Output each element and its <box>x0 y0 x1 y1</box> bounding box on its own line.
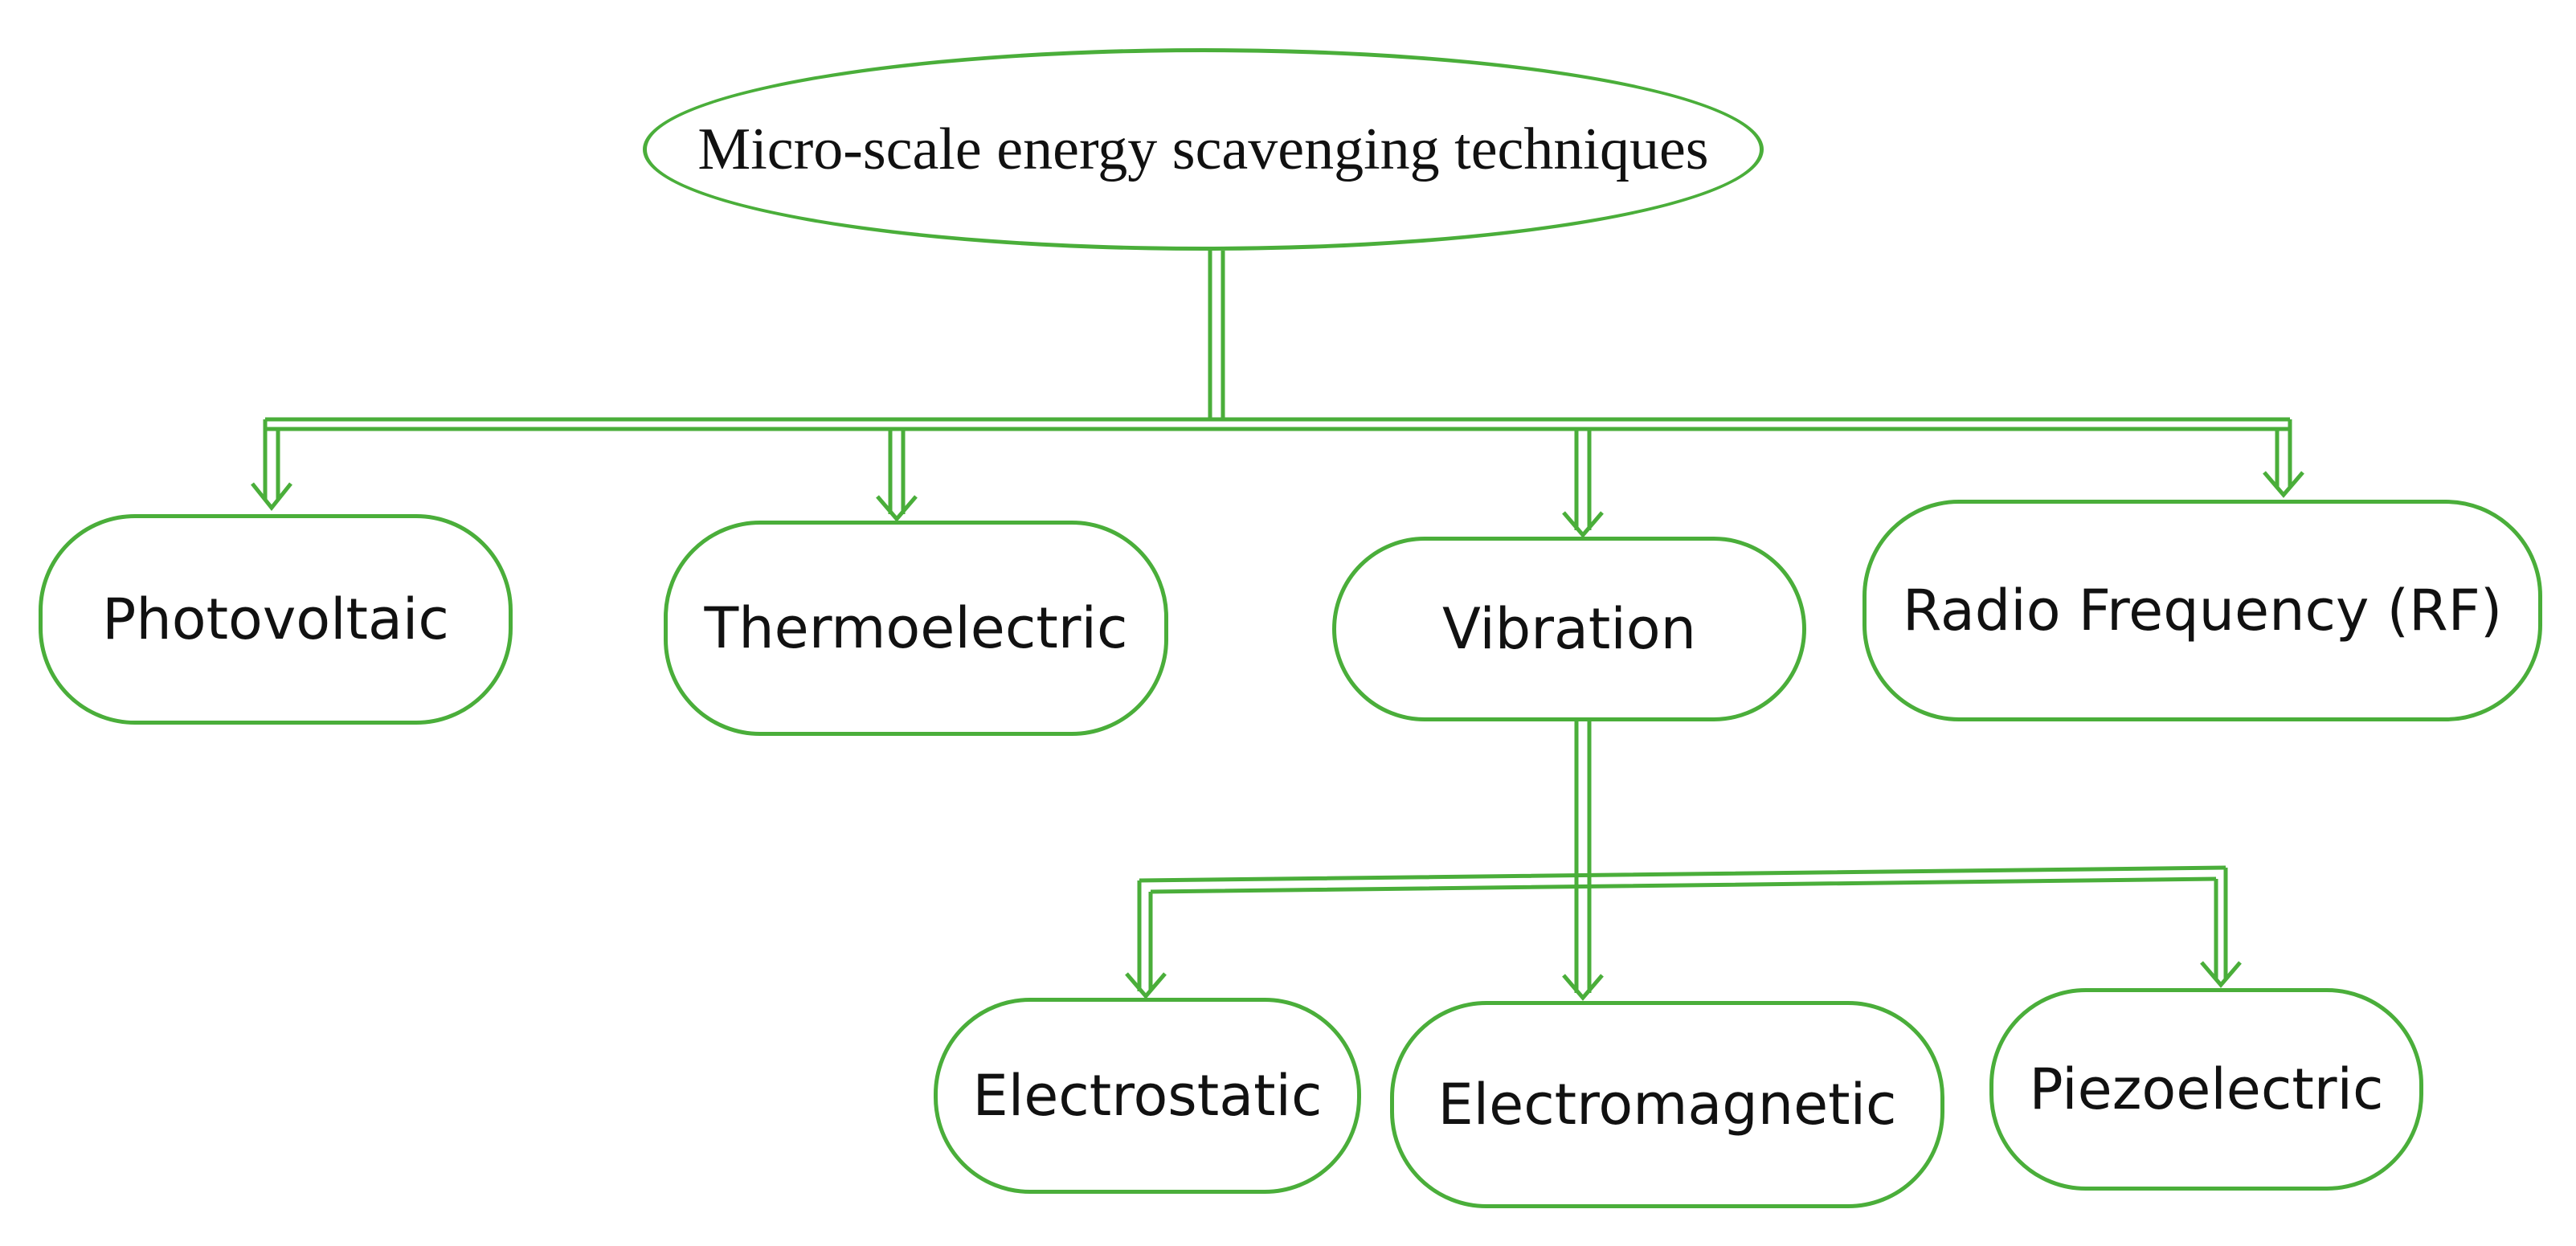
node-vibration-label: Vibration <box>1442 596 1696 662</box>
connector-lower-bus <box>1139 865 2226 894</box>
connector-root-trunk <box>1208 251 1225 419</box>
node-electromagnetic: Electromagnetic <box>1390 1001 1944 1208</box>
node-radio-frequency-label: Radio Frequency (RF) <box>1902 578 2503 643</box>
node-photovoltaic: Photovoltaic <box>39 514 513 725</box>
node-thermoelectric: Thermoelectric <box>664 521 1168 736</box>
arrowhead-piezoelectric <box>2200 961 2242 988</box>
node-photovoltaic-label: Photovoltaic <box>102 586 449 652</box>
node-radio-frequency: Radio Frequency (RF) <box>1862 500 2542 721</box>
node-thermoelectric-label: Thermoelectric <box>704 595 1128 661</box>
connector-to-electromagnetic <box>1574 877 1592 993</box>
arrowhead-vibration <box>1562 511 1604 538</box>
connector-to-electrostatic <box>1137 880 1153 991</box>
connector-to-vibration <box>1574 429 1592 530</box>
connector-top-bus <box>265 417 2290 431</box>
arrowhead-electrostatic <box>1125 972 1167 999</box>
node-root: Micro-scale energy scavenging techniques <box>643 48 1764 251</box>
arrowhead-electromagnetic <box>1562 974 1604 1001</box>
node-root-label: Micro-scale energy scavenging techniques <box>697 116 1709 182</box>
node-vibration: Vibration <box>1332 537 1806 721</box>
connector-to-thermoelectric <box>888 429 906 514</box>
arrowhead-thermoelectric <box>876 495 918 522</box>
arrowhead-rf <box>2263 471 2304 498</box>
node-piezoelectric-label: Piezoelectric <box>2029 1056 2384 1122</box>
connector-vibration-trunk <box>1574 721 1592 877</box>
arrowhead-photovoltaic <box>251 482 292 512</box>
connector-to-photovoltaic <box>263 419 280 500</box>
connector-to-piezoelectric <box>2214 868 2228 978</box>
node-piezoelectric: Piezoelectric <box>1989 988 2423 1191</box>
node-electrostatic: Electrostatic <box>934 998 1361 1194</box>
connector-to-rf <box>2275 419 2292 487</box>
node-electrostatic-label: Electrostatic <box>972 1063 1323 1129</box>
node-electromagnetic-label: Electromagnetic <box>1437 1072 1897 1138</box>
